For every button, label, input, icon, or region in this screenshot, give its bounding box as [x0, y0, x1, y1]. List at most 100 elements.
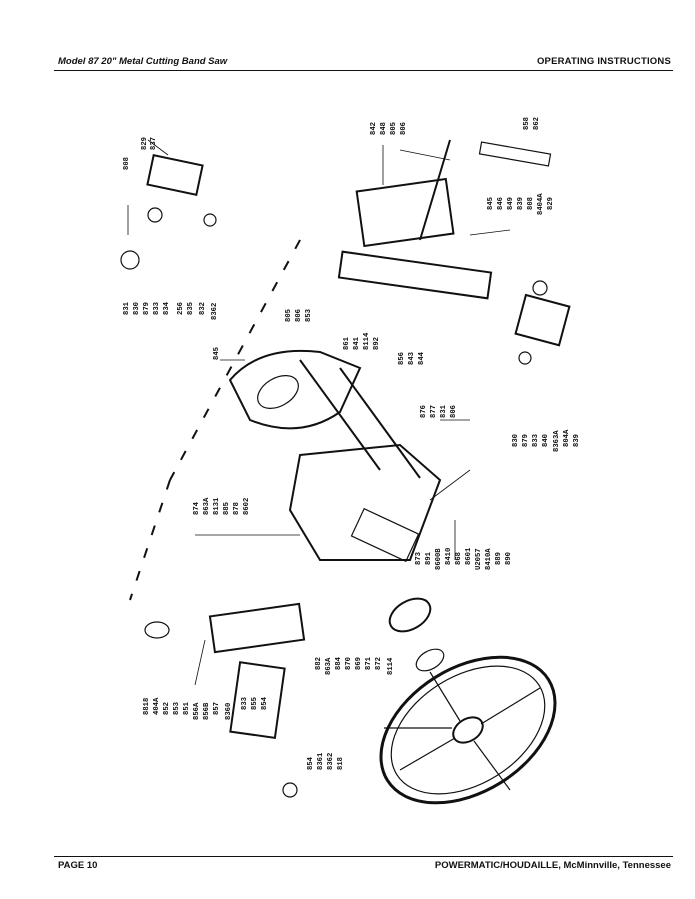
manufacturer-line: POWERMATIC/HOUDAILLE, McMinnville, Tenne… [434, 860, 671, 871]
saw-blade [129, 239, 301, 601]
callout-858: 858 [523, 117, 531, 130]
callout-831-mid: 831 [440, 404, 448, 418]
callout-845-mid: 845 [213, 347, 221, 360]
callout-833-lower: 833 [241, 697, 249, 710]
callout-852: 852 [163, 702, 171, 715]
callout-8602: 8602 [243, 498, 251, 515]
callout-404A: 404A [153, 697, 161, 715]
callout-8818: 8818 [143, 698, 151, 715]
callout-873: 873 [415, 552, 423, 565]
gearbox [288, 443, 445, 672]
callout-835: 835 [187, 302, 195, 315]
callout-830: 830 [133, 302, 141, 315]
callout-870: 870 [345, 657, 353, 670]
callout-8601: 8601 [465, 547, 473, 565]
callout-8410A: 8410A [485, 548, 493, 570]
callout-854-a: 854 [261, 696, 269, 710]
callout-844: 844 [418, 351, 426, 365]
callout-8361: 8361 [317, 752, 325, 770]
section-title: OPERATING INSTRUCTIONS [536, 56, 671, 67]
callout-874: 874 [193, 501, 201, 515]
callout-818: 818 [337, 757, 345, 770]
callout-839: 839 [517, 197, 525, 210]
leader-lines [127, 139, 511, 686]
callout-8362-lower: 8362 [327, 753, 335, 770]
callout-U2057: U2057 [475, 548, 483, 570]
footer-rule [54, 856, 673, 857]
page-footer: PAGE 10 POWERMATIC/HOUDAILLE, McMinnvill… [58, 860, 671, 872]
callout-855: 855 [251, 697, 259, 710]
drive-wheel [379, 655, 557, 805]
callout-878: 878 [233, 502, 241, 515]
callout-877: 877 [430, 405, 438, 418]
callout-854-b: 854 [307, 756, 315, 770]
upper-left-blade-guide [120, 153, 217, 270]
callout-8404A: 8404A [537, 193, 545, 215]
callout-8114-lower: 8114 [387, 657, 395, 675]
callout-869: 869 [355, 657, 363, 670]
callout-829-right: 829 [547, 197, 555, 210]
upper-frame [228, 349, 421, 479]
callout-868: 868 [455, 552, 463, 565]
callout-808: 808 [123, 157, 131, 170]
lower-left-blade-guide [144, 602, 306, 798]
callout-numbers: 808 829 837 831 830 879 833 834 256 835 … [123, 117, 581, 770]
callout-805-mid: 805 [285, 309, 293, 322]
callout-837: 837 [150, 137, 158, 150]
callout-892: 892 [373, 337, 381, 350]
callout-8131: 8131 [213, 497, 221, 515]
document-title: Model 87 20" Metal Cutting Band Saw [58, 56, 228, 67]
callout-8600B: 8600B [435, 548, 443, 570]
callout-863A: 863A [203, 497, 211, 515]
callout-8362: 8362 [211, 303, 219, 320]
callout-829: 829 [141, 137, 149, 150]
callout-857: 857 [213, 702, 221, 715]
callout-833: 833 [153, 302, 161, 315]
header-rule [54, 70, 673, 71]
callout-879-right: 879 [522, 434, 530, 447]
callout-862: 862 [533, 117, 541, 130]
callout-853-mid: 853 [305, 309, 313, 322]
callout-861: 861 [343, 336, 351, 350]
callout-856B: 856B [203, 702, 211, 720]
callout-843: 843 [408, 352, 416, 365]
callout-872: 872 [375, 657, 383, 670]
callout-256: 256 [177, 302, 185, 315]
callout-806-mid: 806 [295, 309, 303, 322]
callout-831: 831 [123, 301, 131, 315]
callout-879: 879 [143, 302, 151, 315]
callout-840: 840 [542, 434, 550, 447]
callout-8410: 8410 [445, 548, 453, 565]
callout-834: 834 [163, 301, 171, 315]
callout-841: 841 [353, 336, 361, 350]
page-number: PAGE 10 [58, 860, 98, 871]
callout-830-right: 830 [512, 434, 520, 447]
callout-805: 805 [390, 122, 398, 135]
callout-889: 889 [495, 552, 503, 565]
callout-804A: 804A [563, 429, 571, 447]
right-blade-guide [514, 280, 571, 365]
callout-8360: 8360 [225, 703, 233, 720]
callout-806-lower: 806 [450, 405, 458, 418]
page-header: Model 87 20" Metal Cutting Band Saw OPER… [58, 56, 671, 68]
callout-846: 846 [497, 197, 505, 210]
callout-839-right: 839 [573, 434, 581, 447]
callout-845: 845 [487, 197, 495, 210]
callout-884: 884 [335, 656, 343, 670]
callout-8363A: 8363A [553, 430, 561, 452]
callout-851: 851 [183, 701, 191, 715]
callout-848: 848 [380, 122, 388, 135]
callout-876: 876 [420, 405, 428, 418]
callout-890: 890 [505, 552, 513, 565]
callout-8114-mid: 8114 [363, 332, 371, 350]
callout-856A: 856A [193, 702, 201, 720]
callout-833-right: 833 [532, 434, 540, 447]
callout-832: 832 [199, 302, 207, 315]
callout-808-right: 808 [527, 197, 535, 210]
callout-806: 806 [400, 122, 408, 135]
callout-856: 856 [398, 352, 406, 365]
callout-871: 871 [365, 656, 373, 670]
callout-853-lower: 853 [173, 702, 181, 715]
callout-891: 891 [425, 551, 433, 565]
